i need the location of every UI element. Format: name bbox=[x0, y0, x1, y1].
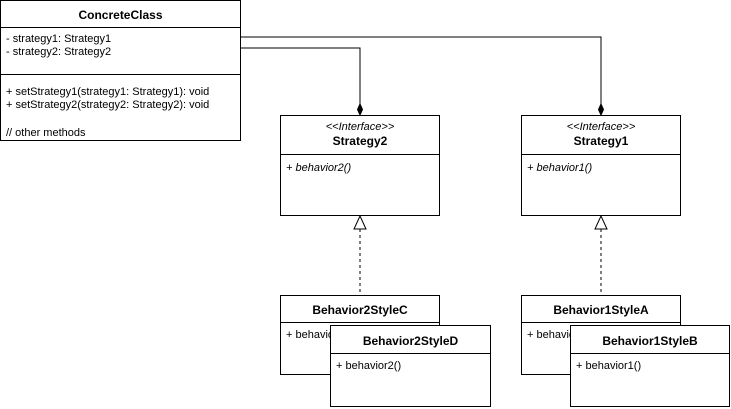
concrete-class-method: + setStrategy2(strategy2: Strategy2): vo… bbox=[6, 99, 210, 111]
concrete-class-box[interactable]: ConcreteClass - strategy1: Strategy1 - s… bbox=[0, 0, 241, 141]
strategy2-realization-arrow bbox=[353, 214, 367, 230]
concrete-class-method: + setStrategy1(strategy1: Strategy1): vo… bbox=[6, 86, 210, 98]
strategy1-method: + behavior1() bbox=[527, 162, 593, 174]
behavior2-style-c-name: Behavior2StyleC bbox=[312, 303, 408, 317]
behavior2-style-d-name: Behavior2StyleD bbox=[362, 334, 459, 348]
behavior1-style-b-box[interactable]: Behavior1StyleB + behavior1() bbox=[570, 325, 730, 407]
strategy1-realization-arrow bbox=[594, 214, 608, 230]
association-to-strategy1 bbox=[240, 36, 602, 110]
strategy1-interface-box[interactable]: <<Interface>> Strategy1 + behavior1() bbox=[521, 115, 681, 216]
association-to-strategy2 bbox=[240, 47, 361, 110]
strategy2-diamond bbox=[356, 102, 364, 117]
strategy2-stereotype: <<Interface>> bbox=[325, 121, 395, 133]
behavior2-style-d-box[interactable]: Behavior2StyleD + behavior2() bbox=[330, 325, 491, 407]
concrete-class-name: ConcreteClass bbox=[78, 8, 163, 22]
concrete-class-comment: // other methods bbox=[6, 127, 86, 139]
behavior1-style-b-name: Behavior1StyleB bbox=[602, 334, 698, 348]
strategy2-method: + behavior2() bbox=[286, 162, 352, 174]
behavior2-style-d-method: + behavior2() bbox=[336, 360, 402, 372]
strategy2-name: Strategy2 bbox=[332, 134, 388, 148]
behavior1-style-a-name: Behavior1StyleA bbox=[553, 303, 649, 317]
concrete-class-attribute: - strategy2: Strategy2 bbox=[6, 46, 112, 58]
strategy1-stereotype: <<Interface>> bbox=[566, 121, 636, 133]
strategy1-diamond bbox=[597, 102, 605, 117]
concrete-class-attribute: - strategy1: Strategy1 bbox=[6, 33, 112, 45]
strategy1-name: Strategy1 bbox=[573, 134, 629, 148]
strategy2-interface-box[interactable]: <<Interface>> Strategy2 + behavior2() bbox=[280, 115, 440, 216]
behavior1-style-b-method: + behavior1() bbox=[576, 360, 642, 372]
